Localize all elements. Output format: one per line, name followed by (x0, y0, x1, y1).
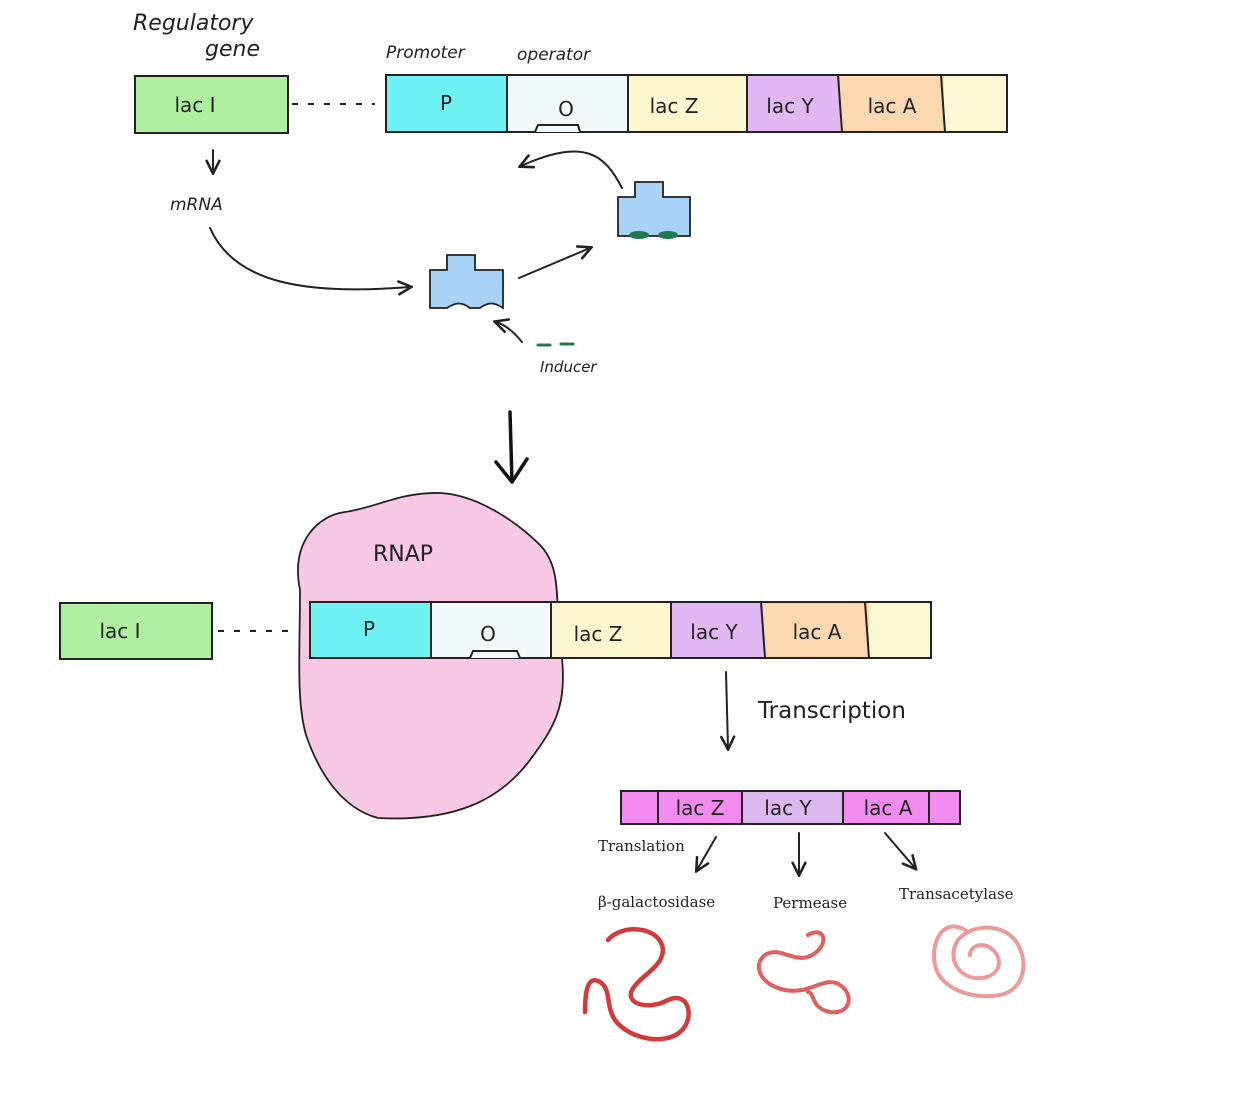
bottom-state-induced: RNAP lac I P O lac Z lac Y lac A (59, 492, 1026, 1042)
transcription-arrow (726, 671, 728, 748)
polycistronic-mrna: lac Z lac Y lac A (620, 790, 961, 825)
transcription-label: Transcription (757, 698, 906, 724)
mrna-laca-label: lac A (864, 796, 913, 820)
inducer-bound-left (629, 231, 649, 239)
protein-transacetylase-squiggle (932, 924, 1026, 999)
protein-beta-galactosidase-label: β-galactosidase (598, 893, 715, 911)
top-tail-box (944, 75, 1007, 132)
bottom-operon-outline (309, 601, 932, 659)
mrna-outline (620, 790, 961, 825)
repressor-activation-arrow (518, 248, 590, 279)
bottom-laci-box (59, 602, 213, 660)
mrna-to-repressor-arrow (209, 227, 410, 289)
mrna-segment-lacz (658, 791, 742, 824)
bottom-laci-label: lac I (99, 619, 140, 643)
top-laci-box (134, 75, 289, 134)
bottom-operator-box (431, 602, 551, 658)
bottom-tail-box (869, 602, 931, 658)
top-lacz-box (628, 75, 747, 132)
top-promoter-box (386, 75, 507, 132)
translation-arrow-1 (697, 836, 717, 870)
top-operator-box (507, 75, 628, 132)
translation-arrow-3 (884, 832, 915, 868)
top-lacz-label: lac Z (650, 94, 699, 118)
state-transition-arrow (494, 410, 529, 484)
protein-permease-label: Permease (773, 894, 847, 912)
mrna-segment-laca (843, 791, 929, 824)
repressor-bound (617, 181, 691, 237)
inducer-to-repressor-arrow (496, 322, 523, 343)
bottom-lacz-label: lac Z (574, 622, 623, 646)
inducer-label: Inducer (540, 358, 597, 376)
top-operator-notch (534, 124, 581, 133)
top-laca-box (840, 75, 944, 132)
rnap-label: RNAP (373, 542, 433, 567)
bottom-lacy-label: lac Y (690, 620, 738, 644)
top-lacy-box (747, 75, 840, 132)
top-laci-label: lac I (174, 93, 215, 117)
top-state-repressed: Regulatory gene Promoter operator lac I (133, 11, 1008, 376)
translation-label: Translation (598, 837, 685, 855)
mrna-segment-left (621, 791, 658, 824)
bottom-promoter-box (310, 602, 431, 658)
bottom-operon: P O lac Z lac Y lac A (309, 601, 932, 659)
inducer-bound-right (658, 231, 678, 239)
bottom-laci-gene: lac I (59, 602, 213, 660)
protein-beta-galactosidase-squiggle (582, 927, 691, 1042)
bottom-laca-box (763, 602, 869, 658)
regulatory-gene-label-line2: gene (205, 37, 260, 62)
mrna-label: mRNA (170, 195, 223, 215)
top-laca-label: lac A (868, 94, 917, 118)
top-lacy-label: lac Y (766, 94, 814, 118)
protein-transacetylase-label: Transacetylase (899, 885, 1014, 903)
bottom-laca-label: lac A (793, 620, 842, 644)
bottom-operator-label: O (480, 622, 496, 646)
operator-label: operator (517, 45, 591, 65)
top-promoter-label: P (440, 91, 452, 115)
promoter-label: Promoter (386, 43, 466, 63)
bottom-promoter-label: P (363, 617, 375, 641)
top-laci-gene: lac I (134, 75, 289, 134)
protein-permease-squiggle (757, 930, 851, 1015)
mrna-lacy-label: lac Y (764, 796, 812, 820)
inducer (536, 342, 575, 347)
top-operon-outline (385, 74, 1008, 133)
repressor-to-operator-arrow (521, 150, 623, 189)
mrna-lacz-label: lac Z (676, 796, 725, 820)
regulatory-gene-label: Regulatory (133, 11, 254, 36)
mrna-segment-lacy (742, 791, 843, 824)
bottom-lacy-box (671, 602, 763, 658)
repressor-inducer-complex (617, 181, 691, 239)
mrna-segment-right (929, 791, 960, 824)
top-operator-label: O (558, 97, 574, 121)
top-operon: P O lac Z lac Y lac A (385, 74, 1008, 133)
bottom-operator-notch (469, 650, 521, 659)
repressor-free (429, 254, 504, 310)
bottom-lacz-box (551, 602, 671, 658)
